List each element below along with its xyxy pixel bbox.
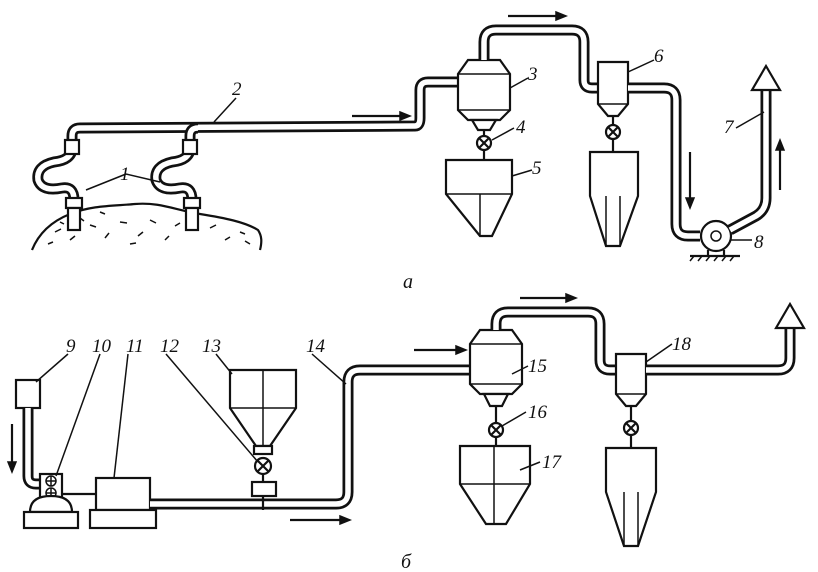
hopper-5 [444, 158, 514, 238]
nozzle-tip-right [182, 196, 202, 210]
label-15: 15 [528, 356, 547, 377]
separator-15 [468, 328, 524, 408]
label-5: 5 [532, 158, 542, 179]
flow-arrow-b2 [414, 344, 469, 356]
rotary-valve-16 [487, 406, 505, 446]
rotary-valve-4 [475, 130, 493, 160]
callout-labels: 1 2 3 4 5 6 7 8 9 10 11 12 13 14 15 16 1… [66, 46, 764, 473]
outlet-arrow-7 [750, 63, 782, 92]
outlet-pipe-b [646, 326, 796, 376]
motor-11 [62, 476, 158, 530]
label-3: 3 [527, 64, 538, 85]
flow-arrow-b3 [520, 292, 579, 304]
blower-10 [22, 472, 80, 530]
flow-arrow-a4 [774, 137, 786, 190]
label-7: 7 [724, 117, 735, 138]
filter-9 [14, 378, 42, 410]
flow-arrow-b1 [290, 514, 353, 526]
diagram-b [6, 292, 806, 548]
label-13: 13 [202, 336, 221, 357]
separator-6 [588, 60, 640, 248]
feed-hopper-13 [228, 368, 298, 456]
transport-pipe-14 [150, 364, 476, 510]
label-2: 2 [232, 79, 242, 100]
flow-arrow-b0 [6, 424, 18, 475]
label-11: 11 [126, 336, 144, 357]
fan-8 [689, 219, 740, 262]
leader-lines-a [85, 59, 765, 241]
label-8: 8 [754, 232, 764, 253]
caption-a: а [403, 271, 413, 293]
hopper-17 [458, 444, 532, 526]
nozzle-end-right [184, 206, 200, 232]
separator-3 [456, 58, 512, 132]
feeder-valve-12 [250, 456, 278, 510]
label-12: 12 [160, 336, 180, 357]
label-6: 6 [654, 46, 664, 67]
heap-texture [47, 211, 251, 245]
label-1: 1 [120, 164, 130, 185]
nozzle-end-left [66, 206, 82, 232]
label-14: 14 [306, 336, 326, 357]
nozzle-tip-left [64, 196, 84, 210]
label-4: 4 [516, 117, 526, 138]
label-10: 10 [92, 336, 112, 357]
label-18: 18 [672, 334, 692, 355]
flow-arrow-a1 [352, 110, 413, 122]
label-17: 17 [542, 452, 563, 473]
nozzle-joint-left [63, 138, 81, 156]
nozzle-joint-right [181, 138, 199, 156]
diagram-a [30, 10, 786, 262]
separator-18 [604, 352, 658, 548]
caption-b: б [401, 551, 412, 572]
material-heap [30, 202, 263, 251]
flow-arrow-a2 [508, 10, 569, 22]
label-9: 9 [66, 336, 76, 357]
outlet-arrow-b [774, 301, 806, 330]
label-16: 16 [528, 402, 548, 423]
leader-lines-b [35, 343, 673, 479]
flow-arrow-a3 [684, 152, 696, 211]
